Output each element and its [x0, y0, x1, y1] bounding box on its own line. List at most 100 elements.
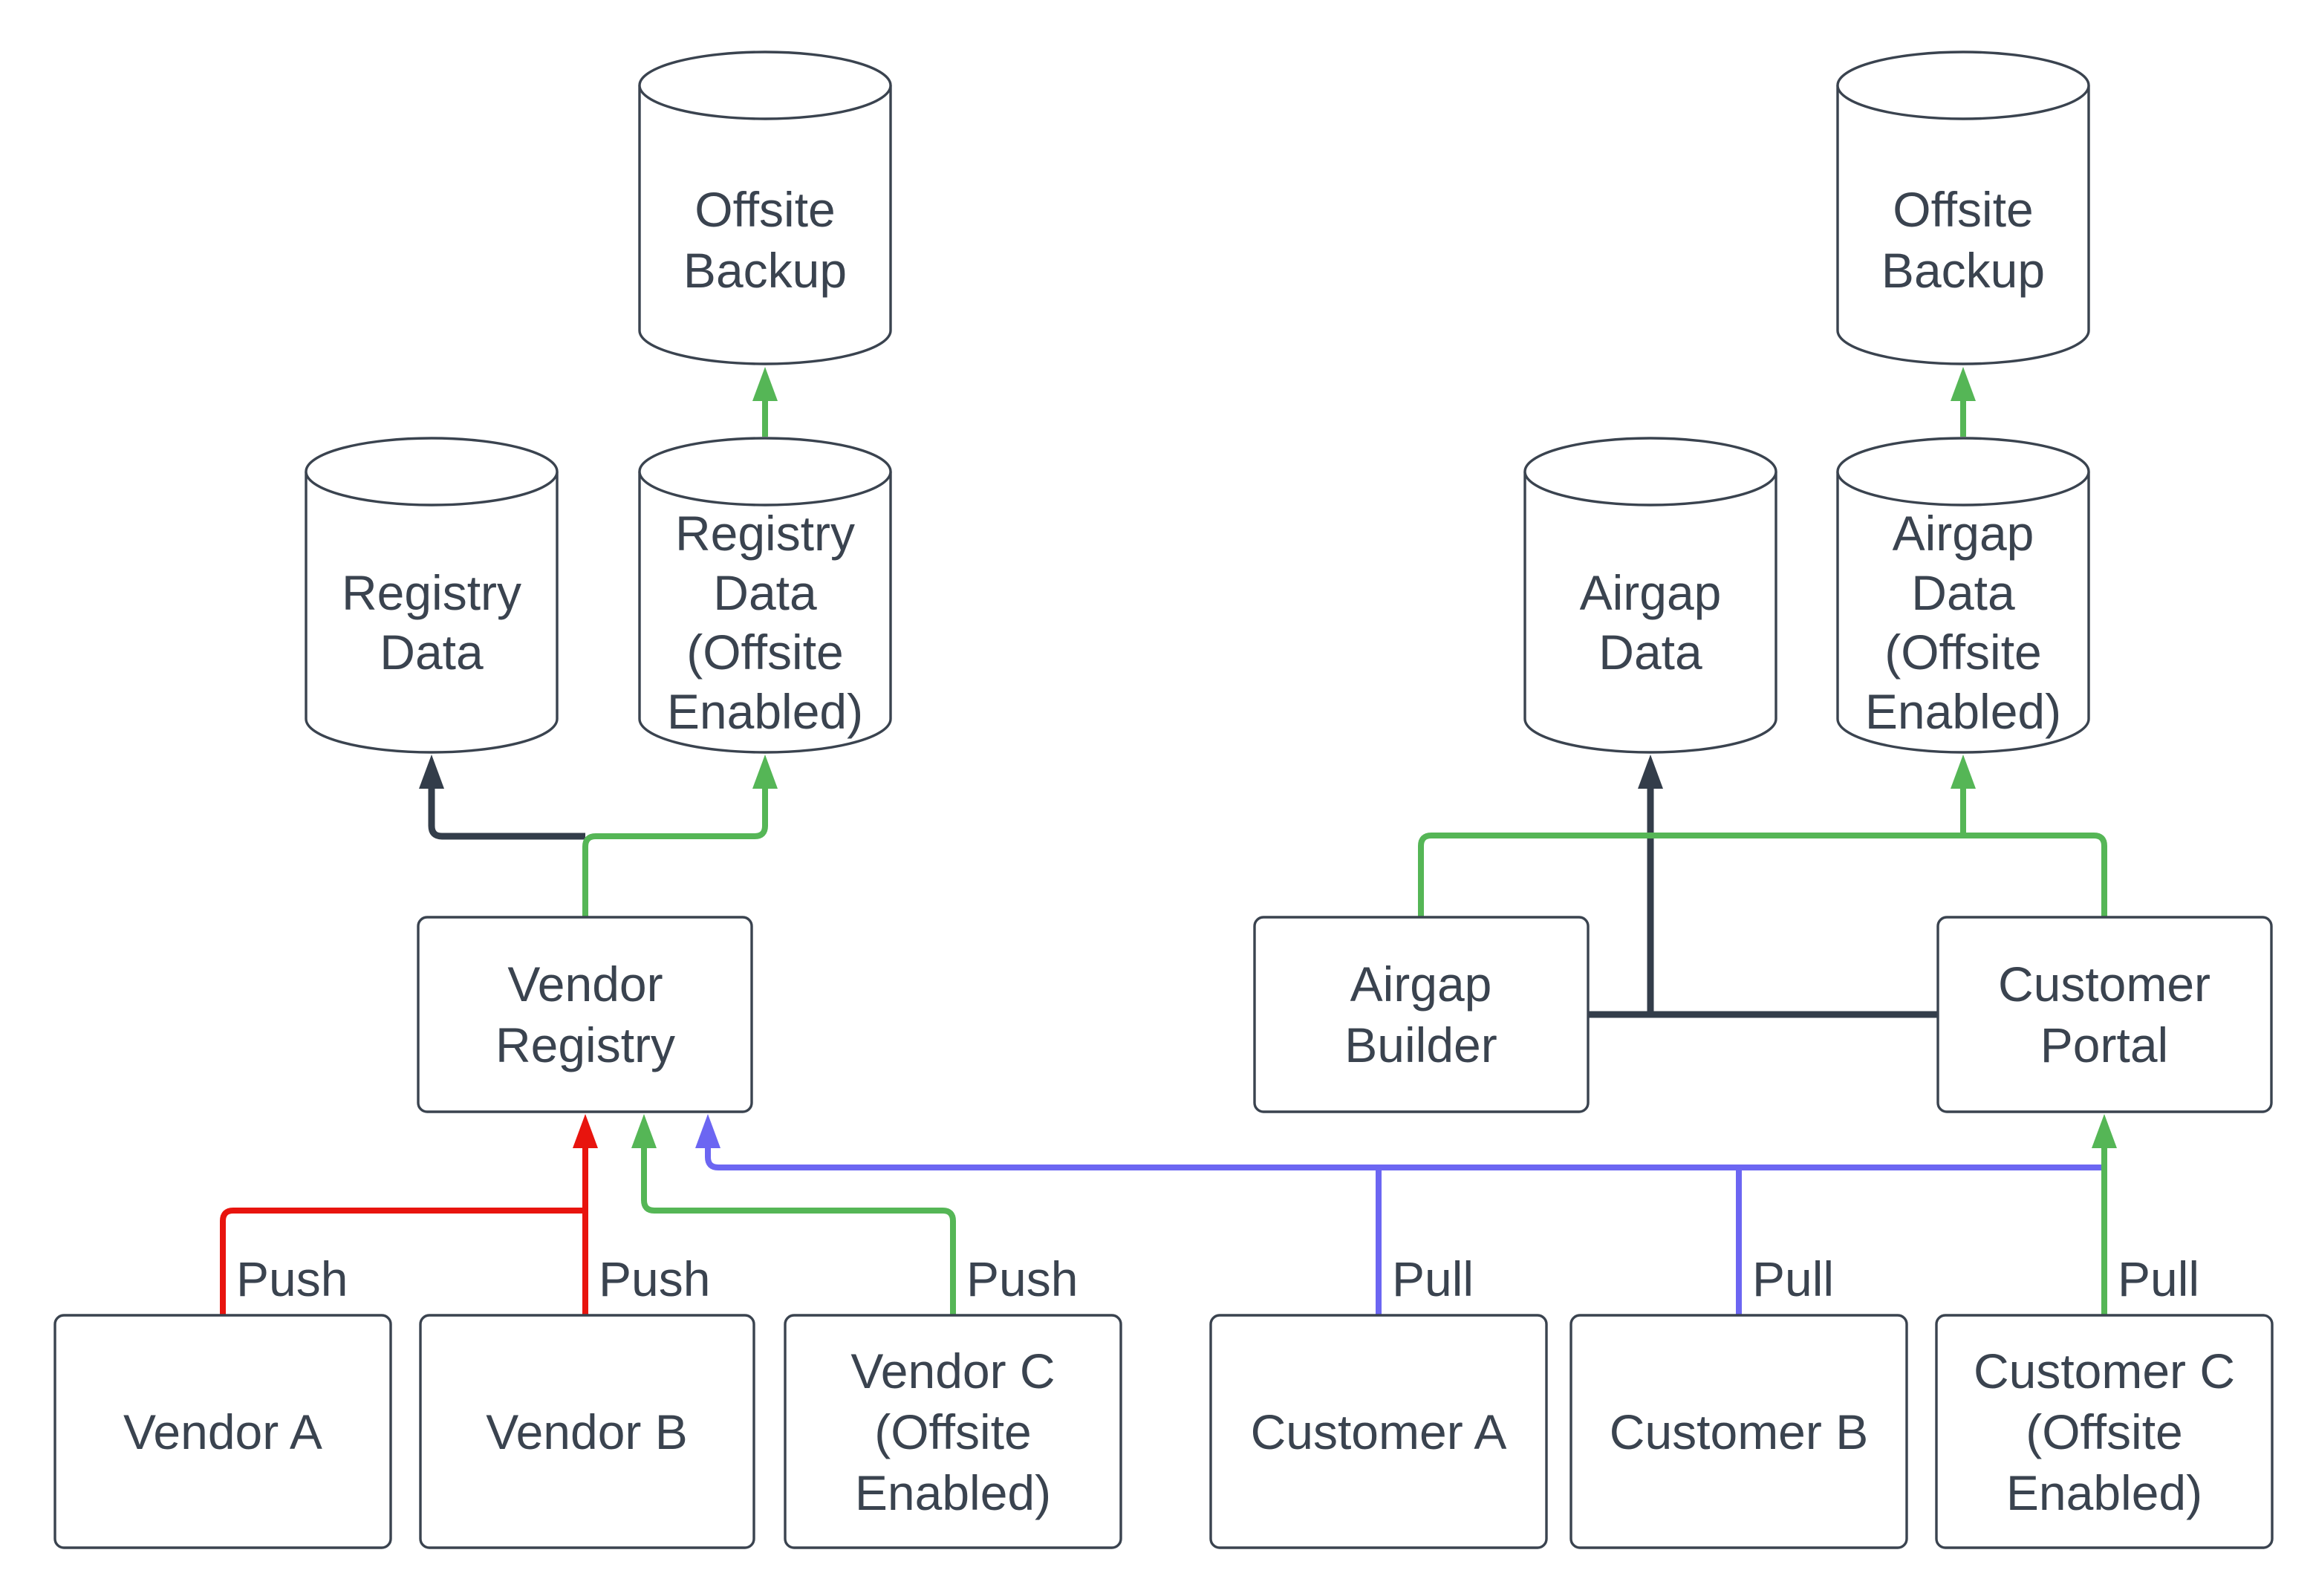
arrowhead-up-icon — [573, 1114, 598, 1148]
node-offsite-backup-right: Offsite Backup — [1836, 51, 2090, 365]
arrowhead-up-icon — [631, 1114, 657, 1148]
node-label: Backup — [1881, 243, 2045, 298]
node-airgap-builder: Airgap Builder — [1253, 916, 1590, 1113]
node-label: (Offsite — [1884, 625, 2042, 680]
edge-line — [705, 1147, 2104, 1315]
node-label: Customer — [1998, 957, 2210, 1012]
node-label: Registry — [495, 1017, 675, 1072]
node-label: Offsite — [1893, 182, 2034, 237]
database-cylinder-body — [305, 472, 559, 754]
node-registry-data: Registry Data — [305, 437, 559, 754]
edge-line — [1418, 786, 2107, 917]
process-box — [417, 916, 753, 1113]
node-label: Vendor A — [123, 1404, 322, 1459]
node-vendor-b: Vendor B — [419, 1314, 755, 1549]
edge-vendor-c-push-to-registry — [631, 1114, 956, 1315]
node-label: Customer A — [1251, 1404, 1507, 1459]
arrowhead-up-icon — [1951, 367, 1976, 401]
database-cylinder-top — [1836, 51, 2090, 120]
database-cylinder-body — [1836, 472, 2090, 754]
process-box — [53, 1314, 392, 1549]
edge-line — [582, 786, 768, 917]
push-label-vendor-a: Push — [236, 1251, 348, 1306]
node-label: Offsite — [694, 182, 836, 237]
database-cylinder-body — [638, 85, 892, 365]
node-label: Enabled) — [667, 684, 863, 739]
database-cylinder-body — [1523, 472, 1777, 754]
node-label: Data — [380, 625, 484, 680]
node-offsite-backup-left: Offsite Backup — [638, 51, 892, 365]
database-cylinder-body — [638, 472, 892, 754]
process-box — [1935, 1314, 2274, 1549]
node-label: Data — [1598, 625, 1702, 680]
arrowhead-up-icon — [419, 755, 444, 789]
process-box — [1209, 1314, 1548, 1549]
node-label: (Offsite — [874, 1404, 1032, 1459]
push-label-vendor-c: Push — [966, 1251, 1078, 1306]
node-label: Enabled) — [1865, 684, 2061, 739]
pull-label-customer-b: Pull — [1752, 1251, 1834, 1306]
database-cylinder-top — [638, 51, 892, 120]
node-vendor-a: Vendor A — [53, 1314, 392, 1549]
node-label: Portal — [2040, 1017, 2168, 1072]
node-label: Enabled) — [855, 1465, 1051, 1520]
arrowhead-up-icon — [695, 1114, 720, 1148]
edge-vendor-registry-to-registry-data-offsite — [582, 755, 778, 917]
edge-builder-portal-to-airgap-data-offsite — [1418, 755, 2107, 917]
node-customer-a: Customer A — [1209, 1314, 1548, 1549]
edge-vendor-registry-to-registry-data — [419, 755, 585, 840]
process-box — [419, 1314, 755, 1549]
edge-customers-pull-to-registry — [695, 1114, 2104, 1315]
database-cylinder-body — [1836, 85, 2090, 365]
node-airgap-data: Airgap Data — [1523, 437, 1777, 754]
node-label: Builder — [1344, 1017, 1497, 1072]
node-airgap-data-offsite: Airgap Data (Offsite Enabled) — [1836, 437, 2090, 754]
node-registry-data-offsite: Registry Data (Offsite Enabled) — [638, 437, 892, 754]
node-label: Airgap — [1893, 506, 2034, 561]
node-vendor-c: Vendor C (Offsite Enabled) — [784, 1314, 1122, 1549]
node-label: Data — [1911, 565, 2015, 620]
node-label: (Offsite — [686, 625, 844, 680]
node-label: Customer C — [1974, 1343, 2235, 1398]
edge-line — [220, 1147, 588, 1315]
node-label: Registry — [342, 565, 521, 620]
node-customer-b: Customer B — [1569, 1314, 1908, 1549]
database-cylinder-top — [305, 437, 559, 507]
edge-airgap-data-offsite-to-offsite-backup — [1951, 367, 1976, 437]
node-label: Backup — [683, 243, 847, 298]
node-label: Airgap — [1350, 957, 1492, 1012]
arrowhead-up-icon — [2092, 1114, 2117, 1148]
edge-vendor-a-b-push-to-registry — [220, 1114, 598, 1315]
push-label-vendor-b: Push — [599, 1251, 710, 1306]
node-label: (Offsite — [2026, 1404, 2183, 1459]
node-label: Registry — [675, 506, 855, 561]
node-customer-c: Customer C (Offsite Enabled) — [1935, 1314, 2274, 1549]
node-label: Airgap — [1580, 565, 1722, 620]
arrowhead-up-icon — [1638, 755, 1663, 789]
database-cylinder-top — [1523, 437, 1777, 507]
edge-customer-c-pull-to-portal — [2092, 1114, 2117, 1315]
node-customer-portal: Customer Portal — [1936, 916, 2273, 1113]
edge-builder-portal-to-airgap-data — [1586, 755, 1938, 1018]
database-cylinder-top — [638, 437, 892, 507]
pull-label-customer-a: Pull — [1392, 1251, 1474, 1306]
edge-line — [641, 1147, 956, 1315]
arrowhead-up-icon — [752, 755, 778, 789]
edge-line — [1586, 786, 1938, 1018]
process-box — [1569, 1314, 1908, 1549]
node-label: Vendor B — [486, 1404, 688, 1459]
node-label: Vendor C — [850, 1343, 1055, 1398]
node-label: Customer B — [1610, 1404, 1868, 1459]
database-cylinder-top — [1836, 437, 2090, 507]
process-box — [1253, 916, 1590, 1113]
node-label: Data — [713, 565, 817, 620]
arrowhead-up-icon — [1951, 755, 1976, 789]
node-label: Enabled) — [2006, 1465, 2202, 1520]
process-box — [784, 1314, 1122, 1549]
edge-registry-data-offsite-to-offsite-backup — [752, 367, 778, 437]
pull-label-customer-c: Pull — [2118, 1251, 2199, 1306]
edge-labels: Push Push Push Pull Pull Pull — [236, 1251, 2199, 1306]
arrowhead-up-icon — [752, 367, 778, 401]
